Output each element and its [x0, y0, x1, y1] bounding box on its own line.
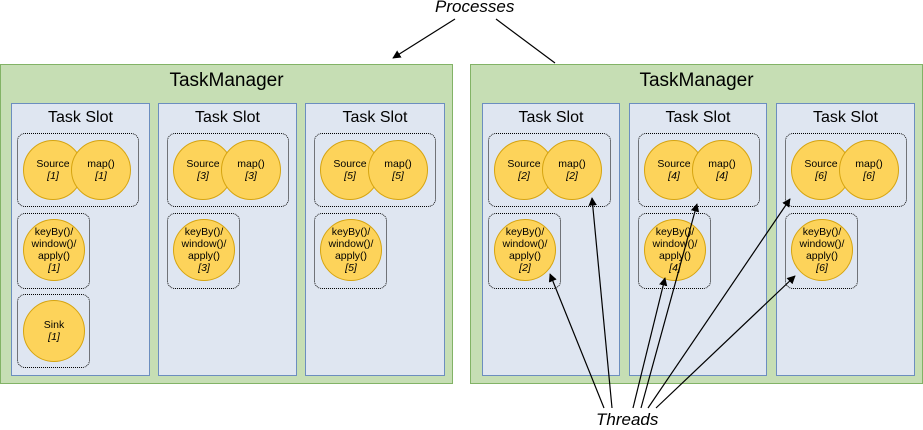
operator-index: [3] [197, 170, 209, 182]
task-manager-title: TaskManager [169, 70, 284, 91]
window-operator: keyBy()/ window()/ apply() [1] [23, 219, 85, 281]
sink-operator: Sink [1] [23, 300, 85, 362]
operator-index: [2] [519, 262, 531, 274]
window-group: keyBy()/ window()/ apply() [2] [488, 213, 561, 289]
task-slot: Task Slot Source [4] map() [4] keyBy()/ … [629, 103, 767, 376]
map-operator: map() [3] [221, 140, 281, 200]
operator-chain-group: Source [4] map() [4] [638, 133, 760, 207]
map-operator: map() [4] [692, 140, 752, 200]
operator-chain-group: Source [3] map() [3] [167, 133, 289, 207]
window-group: keyBy()/ window()/ apply() [5] [314, 213, 387, 289]
task-slot: Task Slot Source [6] map() [6] keyBy()/ … [776, 103, 915, 376]
task-manager-title: TaskManager [639, 70, 754, 91]
operator-index: [3] [198, 262, 210, 274]
task-slot-title: Task Slot [518, 109, 584, 126]
window-group: keyBy()/ window()/ apply() [4] [638, 213, 711, 289]
operator-chain-group: Source [6] map() [6] [785, 133, 907, 207]
operator-index: [1] [48, 262, 60, 274]
operator-chain-group: Source [5] map() [5] [314, 133, 436, 207]
window-group: keyBy()/ window()/ apply() [6] [785, 213, 858, 289]
operator-index: [2] [518, 170, 530, 182]
task-slot-title: Task Slot [665, 109, 731, 126]
operator-index: [5] [344, 170, 356, 182]
map-operator: map() [6] [839, 140, 899, 200]
operator-index: [1] [95, 170, 107, 182]
source-operator: Source [5] [320, 140, 380, 200]
operator-index: [1] [48, 331, 60, 343]
operator-index: [5] [345, 262, 357, 274]
task-slot-title: Task Slot [342, 109, 408, 126]
window-operator: keyBy()/ window()/ apply() [5] [320, 219, 382, 281]
processes-label: Processes [435, 0, 515, 16]
window-operator: keyBy()/ window()/ apply() [3] [173, 219, 235, 281]
operator-index: [4] [669, 262, 681, 274]
operator-index: [3] [245, 170, 257, 182]
operator-index: [2] [566, 170, 578, 182]
operator-index: [5] [392, 170, 404, 182]
operator-index: [4] [716, 170, 728, 182]
operator-chain-group: Source [2] map() [2] [488, 133, 611, 207]
task-slot-title: Task Slot [195, 109, 260, 126]
map-operator: map() [5] [368, 140, 428, 200]
window-operator: keyBy()/ window()/ apply() [2] [494, 219, 556, 281]
window-operator: keyBy()/ window()/ apply() [4] [644, 219, 706, 281]
operator-chain-group: Source [1] map() [1] [17, 133, 139, 207]
threads-label: Threads [596, 410, 659, 429]
map-operator: map() [1] [71, 140, 131, 200]
map-operator: map() [2] [542, 140, 602, 200]
task-slot: Task Slot Source [2] map() [2] keyBy()/ … [482, 103, 620, 376]
task-slot-title: Task Slot [48, 109, 113, 126]
source-operator: Source [6] [791, 140, 851, 200]
operator-index: [4] [668, 170, 680, 182]
window-group: keyBy()/ window()/ apply() [1] [17, 213, 90, 289]
operator-index: [1] [47, 170, 59, 182]
operator-index: [6] [815, 170, 827, 182]
task-slot-title: Task Slot [813, 109, 878, 126]
task-slot: Task Slot Source [1] map() [1] keyBy()/ … [11, 103, 150, 376]
process-arrow-2 [495, 18, 556, 64]
task-slot: Task Slot Source [5] map() [5] keyBy()/ … [305, 103, 445, 376]
task-manager-1: TaskManager Task Slot Source [1] map() [… [0, 64, 453, 384]
window-group: keyBy()/ window()/ apply() [3] [167, 213, 240, 289]
task-manager-2: TaskManager Task Slot Source [2] map() [… [470, 64, 923, 384]
sink-group: Sink [1] [17, 294, 90, 368]
operator-index: [6] [863, 170, 875, 182]
operator-index: [6] [816, 262, 828, 274]
task-slot: Task Slot Source [3] map() [3] keyBy()/ … [158, 103, 297, 376]
process-arrow-1 [392, 18, 456, 59]
window-operator: keyBy()/ window()/ apply() [6] [791, 219, 853, 281]
